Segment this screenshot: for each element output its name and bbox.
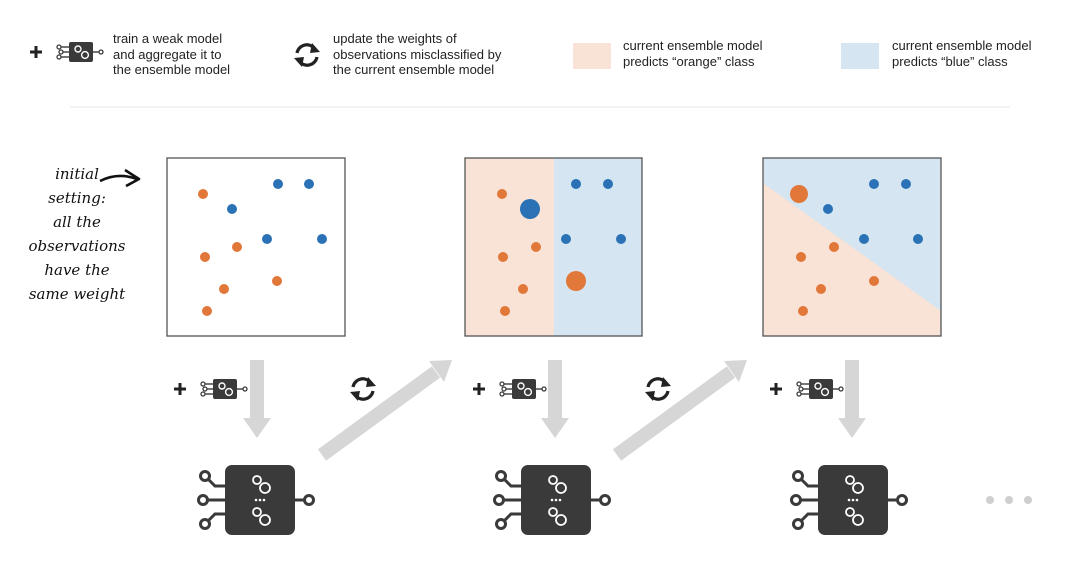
legend-blue-text: current ensemble model predicts “blue” c… xyxy=(892,38,1032,69)
scatter-panel-iteration-2 xyxy=(762,157,942,337)
legend-plus-weak-model-icon xyxy=(30,42,103,62)
legend-update-text: update the weights of observations miscl… xyxy=(333,31,502,77)
down-arrow-2 xyxy=(541,360,569,438)
legend-train-text: train a weak model and aggregate it to t… xyxy=(113,31,231,77)
plus-weak-model-icon-3 xyxy=(770,379,843,399)
scatter-panel-iteration-1 xyxy=(464,157,643,337)
initial-setting-annotation: initial setting: all the observations ha… xyxy=(28,165,126,303)
cycle-arrows-icon-2 xyxy=(643,375,673,403)
diagonal-arrow-2 xyxy=(612,360,747,461)
plus-weak-model-icon-1 xyxy=(174,379,247,399)
ensemble-model-chip-icon-1 xyxy=(197,463,315,537)
legend-cycle-arrows-icon xyxy=(292,41,322,69)
down-arrow-3 xyxy=(838,360,866,438)
annotation-arrow xyxy=(99,174,138,183)
ensemble-model-chip-icon-2 xyxy=(493,463,611,537)
ensemble-model-chip-icon-3 xyxy=(790,463,908,537)
down-arrow-1 xyxy=(243,360,271,438)
legend-blue-swatch xyxy=(841,43,879,69)
cycle-arrows-icon-1 xyxy=(348,375,378,403)
annotation-arrowhead xyxy=(124,168,141,188)
ellipsis-icon xyxy=(986,496,1032,504)
legend-orange-swatch xyxy=(573,43,611,69)
diagonal-arrow-1 xyxy=(317,360,452,461)
plus-weak-model-icon-2 xyxy=(473,379,546,399)
scatter-panel-initial xyxy=(166,157,346,337)
legend-orange-text: current ensemble model predicts “orange”… xyxy=(623,38,763,69)
